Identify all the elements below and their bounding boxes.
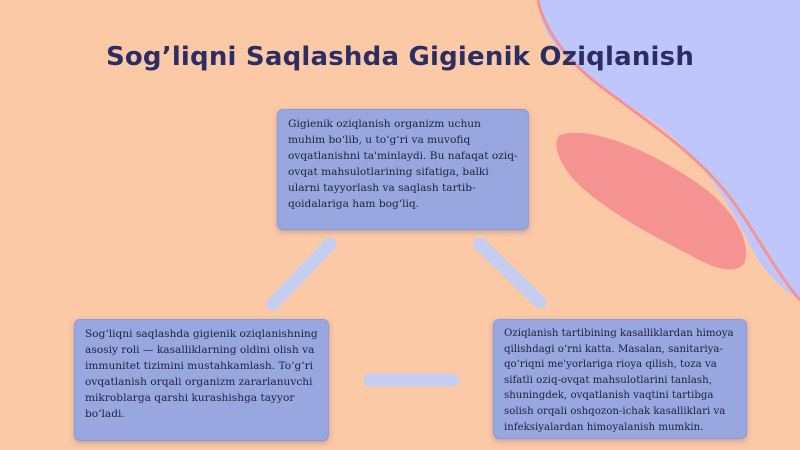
connector-top-left [266,237,337,311]
blue-corner-shape [538,0,800,300]
page-title: Sog’liqni Saqlashda Gigienik Oziqlanish [105,42,695,72]
connector-top-right [473,237,547,309]
red-outline-curve [536,0,800,301]
node-bottom-left: Sog‘liqni saqlashda gigienik oziqlanishn… [74,319,329,441]
red-leaf-shape [556,132,746,270]
node-top: Gigienik oziqlanish organizm uchun muhim… [277,109,529,230]
node-bottom-right: Oziqlanish tartibining kasalliklardan hi… [493,319,747,439]
